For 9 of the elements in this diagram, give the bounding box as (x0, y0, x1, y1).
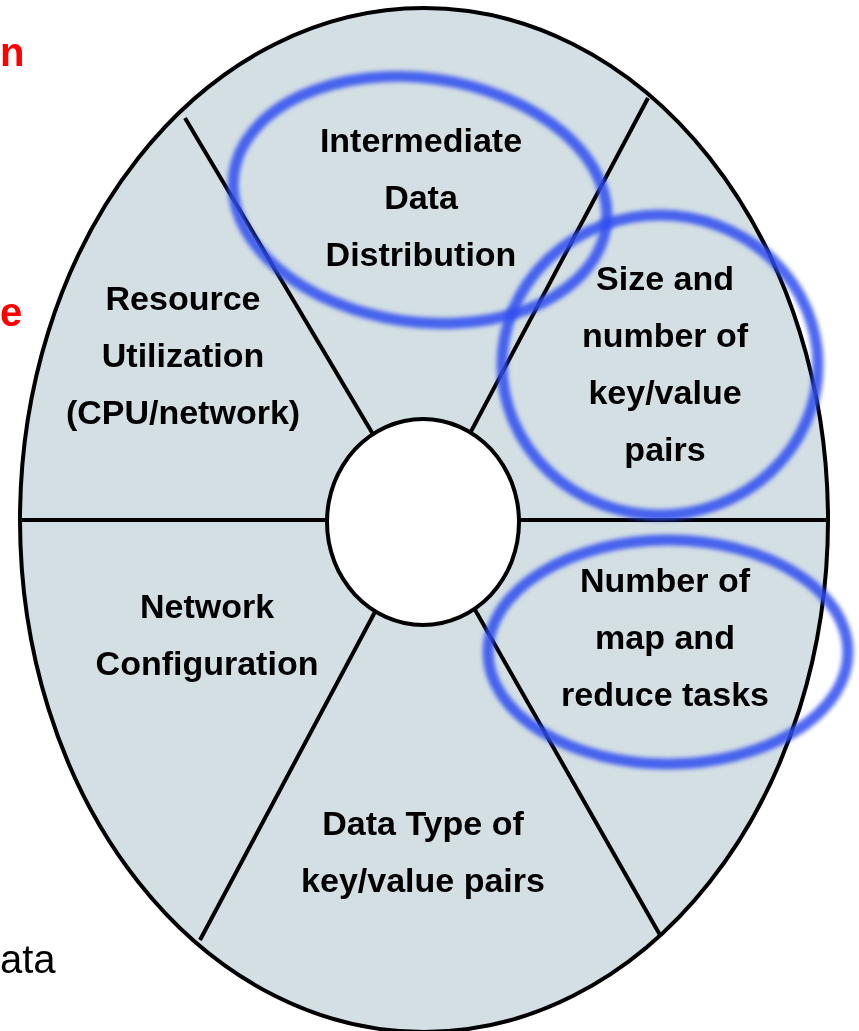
cropped-text: e (0, 289, 23, 336)
sector-label: Resource Utilization (CPU/network) (64, 278, 302, 433)
cropped-text: n (0, 29, 25, 76)
sector-label: Number of map and reduce tasks (560, 560, 770, 715)
sector-label: Data Type of key/value pairs (300, 803, 546, 901)
sector-label: Size and number of key/value pairs (580, 258, 750, 470)
sector-label: Network Configuration (94, 586, 320, 684)
cropped-text: ata (0, 936, 56, 983)
sector-label: Intermediate Data Distribution (318, 120, 524, 275)
